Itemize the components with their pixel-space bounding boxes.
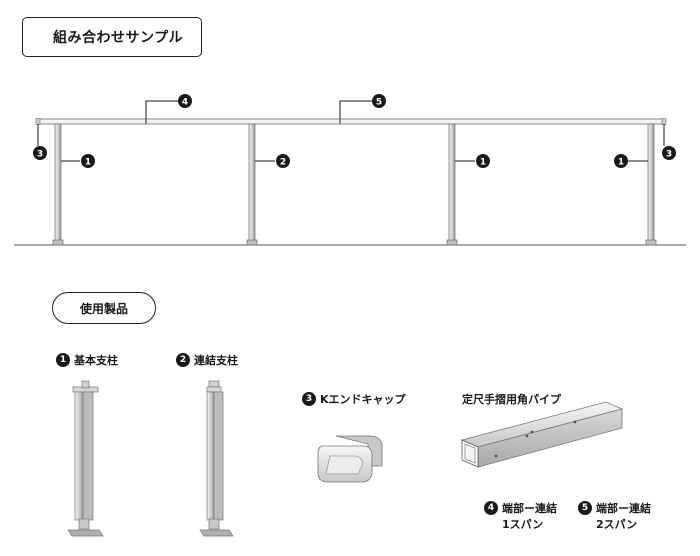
product-sub-span-2: 2スパン xyxy=(596,518,638,531)
callout-1-c: 1 xyxy=(614,154,628,168)
joint-2 xyxy=(339,118,341,125)
product-basic-post-image xyxy=(67,380,104,537)
number-badge-5: 5 xyxy=(578,501,592,515)
product-name-span-2: 端部ー連結 xyxy=(596,502,651,515)
end-cap-left xyxy=(35,118,41,125)
callout-3-left-text: 3 xyxy=(37,150,43,160)
product-label-span-1: 4 端部ー連結 1スパン xyxy=(484,500,557,532)
product-name-square-pipe: 定尺手摺用角パイプ xyxy=(462,393,561,406)
callout-1-b: 1 xyxy=(476,154,490,168)
post-3 xyxy=(446,123,458,246)
post-1 xyxy=(52,123,64,246)
callout-3-left: 3 xyxy=(33,146,47,160)
post-4 xyxy=(645,123,657,246)
product-label-square-pipe: 定尺手摺用角パイプ xyxy=(462,391,561,407)
section-title: 使用製品 xyxy=(52,292,156,324)
callout-4-text: 4 xyxy=(182,98,188,108)
number-badge-2: 2 xyxy=(176,353,190,367)
number-badge-4: 4 xyxy=(484,501,498,515)
callout-1-a: 1 xyxy=(81,154,95,168)
product-name-span-1: 端部ー連結 xyxy=(502,502,557,515)
callout-5-text: 5 xyxy=(376,98,382,108)
product-label-span-2: 5 端部ー連結 2スパン xyxy=(578,500,651,532)
callout-5: 5 xyxy=(372,94,386,108)
end-cap-right xyxy=(661,118,667,125)
callout-2-text: 2 xyxy=(280,158,286,168)
callout-1-b-text: 1 xyxy=(480,158,486,168)
number-badge-3: 3 xyxy=(302,392,316,406)
product-sub-span-1: 1スパン xyxy=(502,518,544,531)
product-label-end-cap: 3 Kエンドキャップ xyxy=(302,391,406,407)
callout-3-right: 3 xyxy=(662,146,676,160)
callout-4: 4 xyxy=(178,94,192,108)
post-2 xyxy=(246,123,258,246)
joint-1 xyxy=(145,118,147,125)
handrail-pipe xyxy=(37,118,665,125)
leader-4 xyxy=(145,100,178,119)
number-badge-1: 1 xyxy=(56,353,70,367)
callout-1-c-text: 1 xyxy=(618,158,624,168)
product-label-basic-post: 1 基本支柱 xyxy=(56,352,118,368)
product-name-end-cap: Kエンドキャップ xyxy=(320,393,406,406)
callout-1-a-text: 1 xyxy=(85,158,91,168)
callout-2: 2 xyxy=(276,154,290,168)
product-name-basic-post: 基本支柱 xyxy=(74,354,118,367)
page-title: 組み合わせサンプル xyxy=(22,17,202,57)
product-end-cap-image xyxy=(317,435,383,483)
product-square-pipe-image xyxy=(460,401,624,468)
product-name-connecting-post: 連結支柱 xyxy=(194,354,238,367)
leader-5 xyxy=(339,100,372,119)
product-connecting-post-image xyxy=(199,380,234,537)
product-label-connecting-post: 2 連結支柱 xyxy=(176,352,238,368)
callout-3-right-text: 3 xyxy=(666,150,672,160)
